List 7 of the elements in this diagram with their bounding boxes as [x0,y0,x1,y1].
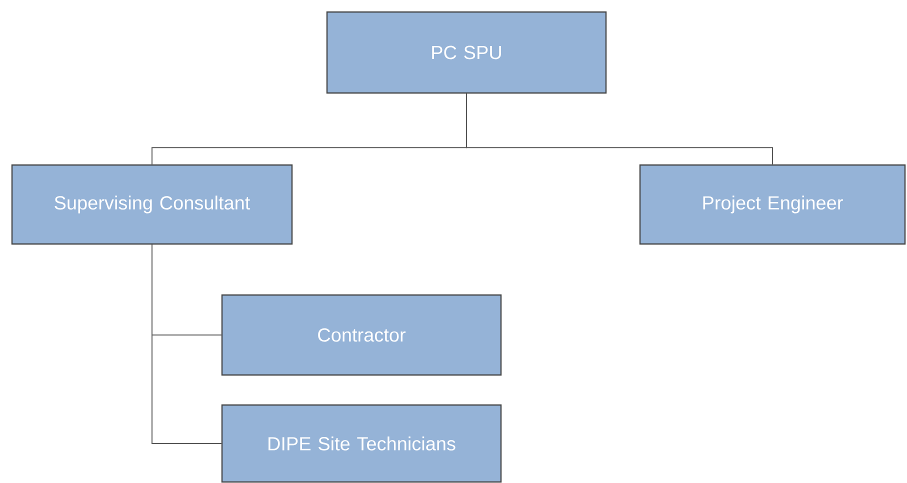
org-box: Project Engineer [639,164,906,245]
org-box: Supervising Consultant [11,164,293,245]
connector-line [466,93,773,165]
org-box: DIPE Site Technicians [221,404,502,483]
connector-line [152,244,222,444]
org-box: PC SPU [326,11,607,94]
org-box: Contractor [221,294,502,376]
